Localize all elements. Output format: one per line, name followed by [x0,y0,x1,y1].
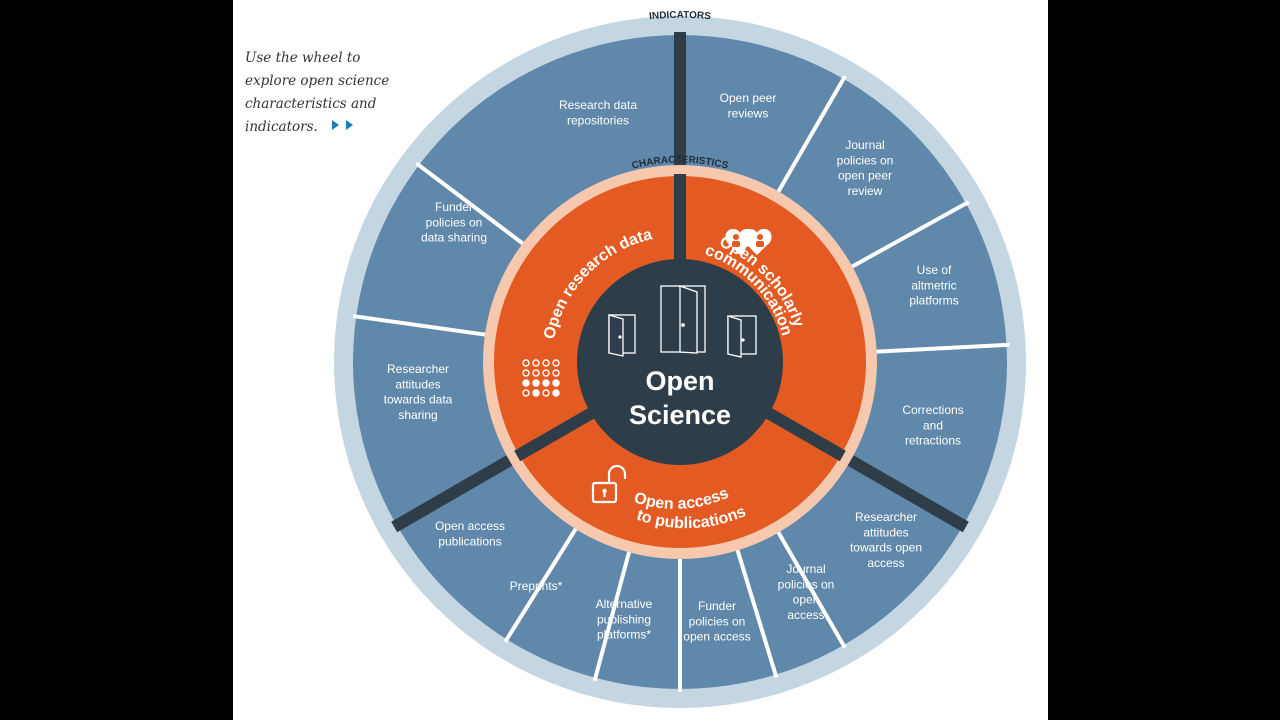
indicator-label[interactable]: Preprints* [510,579,563,593]
indicator-label-line: Use of [917,263,952,277]
indicator-label-line: Corrections [902,403,963,417]
indicator-label-line: altmetric [911,278,956,292]
indicator-label-line: attitudes [395,377,440,391]
indicator-label-line: Funder [435,200,473,214]
indicator-label-line: and [923,418,943,432]
indicator-label-line: Researcher [855,510,917,524]
indicator-label-line: access [867,556,904,570]
open-padlock-icon [591,464,627,504]
indicator-label-line: sharing [398,408,437,422]
indicator-divider [733,543,779,679]
indicator-label-line: Journal [845,138,884,152]
wheel-body [334,16,1026,708]
indicator-divider [503,522,582,643]
indicator-label-line: Journal [786,562,825,576]
indicator-label-line: review [848,184,883,198]
indicator-label-line: Funder [698,599,736,613]
indicator-label-line: open [793,593,820,607]
indicator-divider [592,545,633,682]
indicator-divider [352,314,493,338]
indicator-label-line: Alternative [596,597,653,611]
title-line-2: Science [629,400,731,430]
indicator-label-line: reviews [728,106,769,120]
indicator-divider [773,525,847,649]
indicator-label-line: towards data [384,393,453,407]
indicator-label-line: publishing [597,612,651,626]
indicator-label-line: publications [438,534,501,548]
indicator-divider [773,75,847,199]
indicator-divider [845,200,970,272]
indicator-label-line: platforms [909,294,958,308]
indicator-label-line: Preprints* [510,579,563,593]
indicator-label-line: access [787,608,824,622]
indicator-label-line: open access [683,630,750,644]
indicator-label-line: Open peer [720,91,777,105]
indicator-label-line: Research data [559,98,637,112]
indicator-label-line: platforms* [597,628,651,642]
indicator-label-line: policies on [778,577,835,591]
indicator-label-line: Researcher [387,362,449,376]
intro-text: Use the wheel to explore open science ch… [245,47,395,139]
characteristic-divider-outer [832,446,969,533]
indicator-label-line: attitudes [863,525,908,539]
intro-line: Use the wheel to [245,50,361,66]
center-title: Open Science [629,366,731,430]
intro-line: explore open science [245,73,390,89]
indicator-label-line: policies on [426,215,483,229]
indicator-divider [869,342,1010,355]
characteristic-divider [514,406,597,462]
indicator-label-line: policies on [689,614,746,628]
intro-line: characteristics and [245,96,377,112]
indicator-label-line: open peer [838,169,892,183]
open-doors-icon [608,285,757,358]
intro-line: indicators. [245,119,318,135]
indicator-label-line: towards open [850,541,922,555]
title-line-1: Open [645,366,714,396]
indicator-divider [415,161,530,250]
indicator-label-line: retractions [905,434,961,448]
indicators-label: INDICATORS [649,10,712,22]
characteristic-divider-outer [391,446,528,533]
collaboration-icon [725,229,772,255]
indicator-label-line: repositories [567,113,629,127]
characteristic-divider [763,406,846,462]
data-grid-icon [522,359,560,397]
play-arrows-icon[interactable] [330,116,356,139]
indicator-label-line: data sharing [421,231,487,245]
indicator-label-line: policies on [837,153,894,167]
hub [577,259,783,465]
indicator-label-line: Open access [435,519,505,533]
